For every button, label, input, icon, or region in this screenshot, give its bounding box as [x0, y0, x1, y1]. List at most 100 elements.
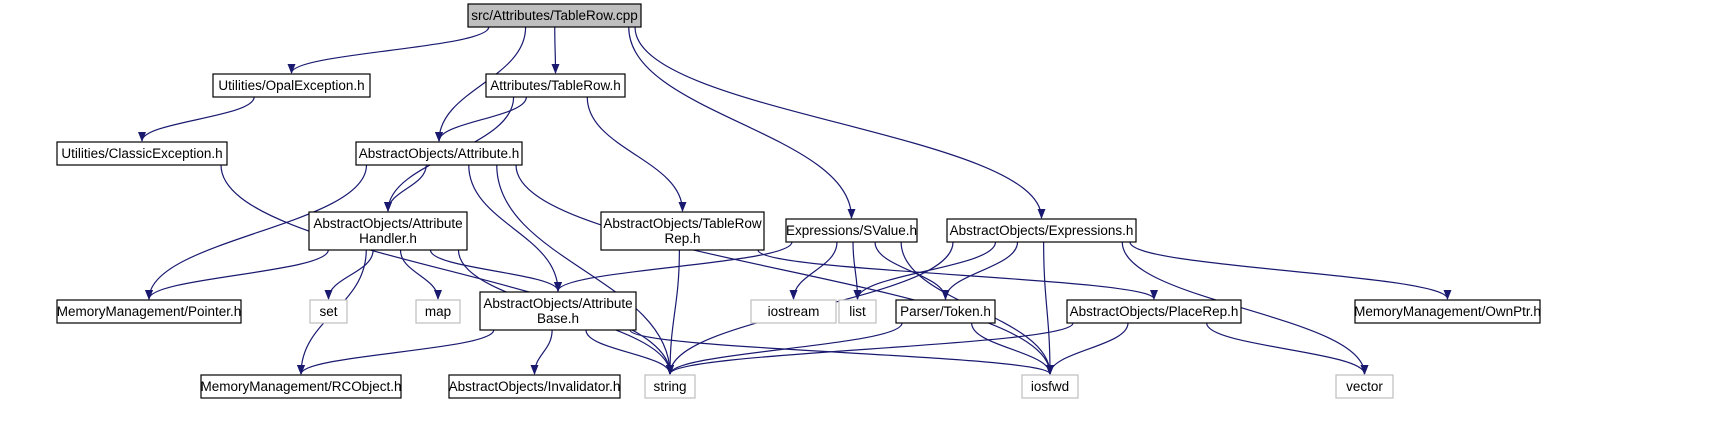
node-box: [485, 73, 626, 98]
node-box: [1066, 299, 1242, 324]
node-opal[interactable]: Utilities/OpalException.h: [212, 73, 371, 98]
node-placerep[interactable]: AbstractObjects/PlaceRep.h: [1066, 299, 1242, 324]
node-label: iostream: [768, 304, 820, 319]
node-rcobject[interactable]: MemoryManagement/RCObject.h: [200, 374, 402, 399]
node-box: [838, 299, 877, 324]
node-map: map: [415, 299, 461, 324]
node-string: string: [644, 374, 696, 399]
node-box: [308, 211, 468, 251]
node-label: Parser/Token.h: [900, 304, 991, 319]
edge-expressions-to-token: [941, 241, 1019, 300]
edge-tablerow_h-to-tablerowrep: [586, 96, 687, 212]
edge-opal-to-classic: [138, 96, 255, 142]
node-label: AbstractObjects/Invalidator.h: [449, 379, 621, 394]
edge-attr_base-to-invalidator: [530, 329, 553, 375]
node-label: map: [425, 304, 451, 319]
edge-placerep-to-iosfwd: [1046, 322, 1129, 375]
edge-tablerow_h-to-attribute_h: [435, 96, 527, 142]
node-label: MemoryManagement/Pointer.h: [57, 304, 242, 319]
edge-svalue-to-attr_base: [554, 241, 793, 292]
node-box: [56, 299, 242, 324]
node-box: [785, 218, 918, 243]
node-box: [479, 291, 637, 331]
node-label: Rep.h: [664, 231, 700, 246]
edge-expressions-to-iosfwd: [1043, 241, 1054, 375]
node-token[interactable]: Parser/Token.h: [895, 299, 996, 324]
edge-attribute_h-to-string: [496, 164, 674, 375]
node-label: Utilities/ClassicException.h: [61, 146, 222, 161]
edge-attr_handler-to-attr_base: [429, 249, 562, 292]
node-tablerow_h[interactable]: Attributes/TableRow.h: [485, 73, 626, 98]
node-label: Handler.h: [359, 231, 417, 246]
edge-token-to-string: [666, 322, 903, 375]
node-label: AbstractObjects/Attribute: [313, 216, 462, 231]
node-label: src/Attributes/TableRow.cpp: [471, 8, 638, 23]
node-box: [56, 141, 228, 166]
node-label: Base.h: [537, 311, 579, 326]
node-label: AbstractObjects/Attribute: [483, 296, 632, 311]
edge-root-to-expressions: [634, 26, 1046, 219]
edge-expressions-to-vector: [1121, 241, 1369, 375]
edge-attribute_h-to-iosfwd: [515, 164, 1054, 375]
edge-root-to-attribute_h: [435, 26, 527, 142]
edge-attr_handler-to-map: [399, 249, 442, 300]
node-svalue[interactable]: Expressions/SValue.h: [785, 218, 918, 243]
node-label: AbstractObjects/Expressions.h: [950, 223, 1134, 238]
edge-tablerowrep-to-placerep: [757, 249, 1158, 300]
edge-placerep-to-vector: [1206, 322, 1369, 375]
edge-tablerowrep-to-string: [666, 249, 680, 375]
node-box: [309, 299, 348, 324]
node-list: list: [838, 299, 877, 324]
edge-svalue-to-iostream: [789, 241, 838, 300]
node-label: MemoryManagement/RCObject.h: [200, 379, 401, 394]
edge-root-to-svalue: [628, 26, 856, 219]
edges-layer: [138, 26, 1452, 375]
node-expressions[interactable]: AbstractObjects/Expressions.h: [946, 218, 1137, 243]
node-label: AbstractObjects/Attribute.h: [359, 146, 520, 161]
edge-placerep-to-string: [666, 322, 1074, 375]
edge-root-to-opal: [287, 26, 490, 74]
nodes-layer: src/Attributes/TableRow.cppUtilities/Opa…: [56, 3, 1541, 399]
node-label: set: [319, 304, 337, 319]
node-box: [415, 299, 461, 324]
node-label: list: [849, 304, 866, 319]
node-box: [1021, 374, 1079, 399]
node-ownptr[interactable]: MemoryManagement/OwnPtr.h: [1354, 299, 1541, 324]
node-box: [448, 374, 621, 399]
node-label: vector: [1346, 379, 1383, 394]
node-box: [212, 73, 371, 98]
node-label: AbstractObjects/PlaceRep.h: [1070, 304, 1239, 319]
node-label: string: [653, 379, 686, 394]
node-box: [600, 211, 765, 251]
node-label: Attributes/TableRow.h: [490, 78, 621, 93]
node-label: Utilities/OpalException.h: [218, 78, 364, 93]
node-set: set: [309, 299, 348, 324]
node-label: MemoryManagement/OwnPtr.h: [1354, 304, 1541, 319]
edge-attr_handler-to-pointer: [145, 249, 329, 300]
node-box: [895, 299, 996, 324]
node-attribute_h[interactable]: AbstractObjects/Attribute.h: [355, 141, 523, 166]
edge-attr_base-to-rcobject: [297, 329, 495, 375]
edge-attribute_h-to-attr_handler: [384, 164, 427, 212]
node-box: [750, 299, 837, 324]
node-root[interactable]: src/Attributes/TableRow.cpp: [467, 3, 642, 28]
node-invalidator[interactable]: AbstractObjects/Invalidator.h: [448, 374, 621, 399]
node-classic[interactable]: Utilities/ClassicException.h: [56, 141, 228, 166]
node-box: [644, 374, 696, 399]
node-pointer[interactable]: MemoryManagement/Pointer.h: [56, 299, 242, 324]
edge-classic-to-string: [220, 164, 674, 375]
node-label: AbstractObjects/TableRow: [603, 216, 762, 231]
edge-attr_handler-to-set: [324, 249, 374, 300]
node-iosfwd: iosfwd: [1021, 374, 1079, 399]
edge-token-to-iosfwd: [971, 322, 1054, 375]
edge-attribute_h-to-attr_base: [468, 164, 562, 292]
node-box: [467, 3, 642, 28]
node-vector: vector: [1335, 374, 1394, 399]
edge-root-to-tablerow_h: [551, 26, 560, 74]
node-box: [1335, 374, 1394, 399]
